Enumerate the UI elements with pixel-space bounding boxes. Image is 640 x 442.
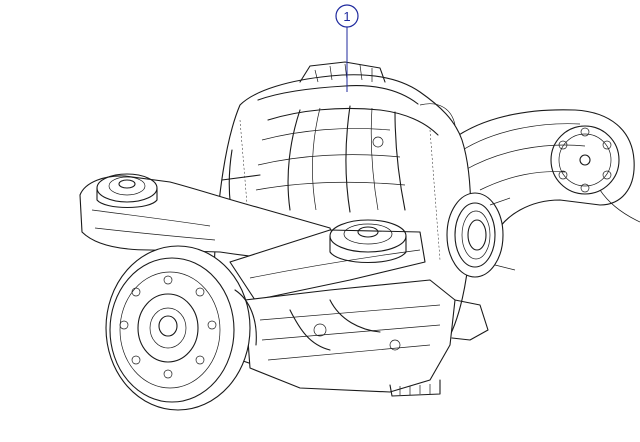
- callout-1[interactable]: 1: [335, 4, 359, 92]
- mount-bolt-circle: [550, 125, 620, 195]
- left-bushing: [96, 173, 158, 208]
- right-axle-flange: [446, 192, 516, 278]
- center-bushing: [229, 219, 426, 301]
- left-axle-flange: [105, 245, 257, 411]
- flange-bolts: [119, 275, 217, 379]
- callout-number: 1: [343, 9, 350, 24]
- lower-cover: [244, 279, 489, 397]
